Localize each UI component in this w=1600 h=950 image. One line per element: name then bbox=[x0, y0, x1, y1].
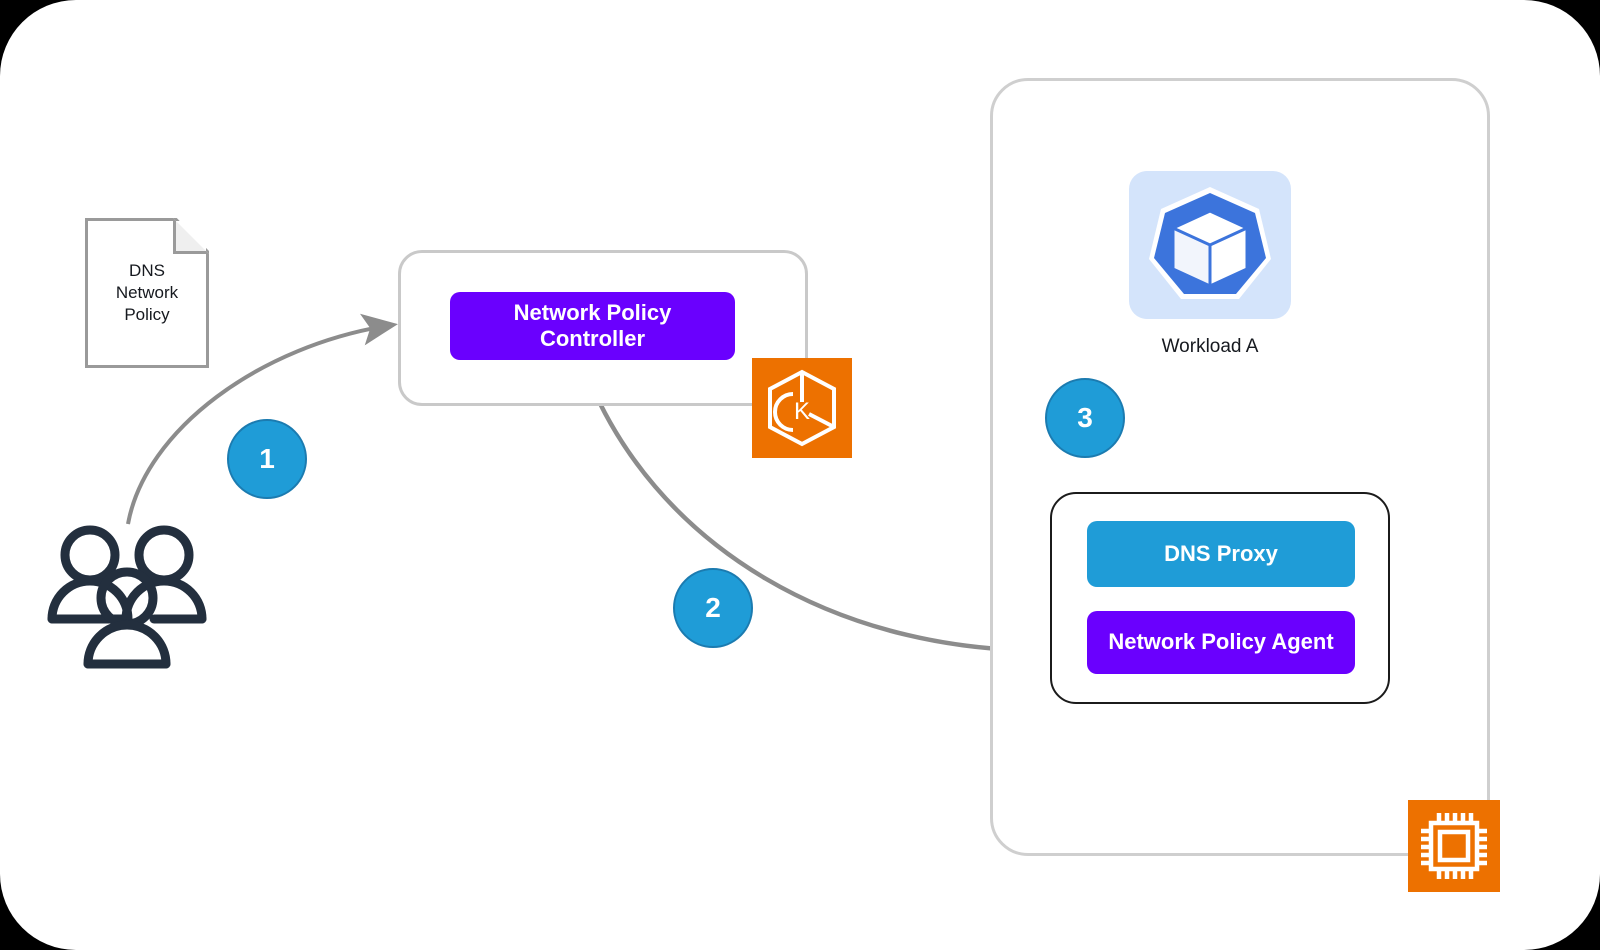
dns-proxy-box[interactable]: DNS Proxy bbox=[1087, 521, 1355, 587]
dns-network-policy-document: DNS Network Policy bbox=[85, 218, 209, 368]
compute-chip-icon bbox=[1408, 800, 1500, 892]
users-to-controller-arrow bbox=[126, 313, 398, 525]
controller-to-agent-arrow bbox=[580, 363, 1079, 670]
step-badge-3: 3 bbox=[1045, 378, 1125, 458]
network-policy-agent-box[interactable]: Network Policy Agent bbox=[1087, 611, 1355, 674]
controller-label-line1: Network Policy bbox=[513, 299, 672, 325]
step-badge-2: 2 bbox=[673, 568, 753, 648]
svg-text:K: K bbox=[794, 398, 810, 425]
step-badge-1: 1 bbox=[227, 419, 307, 499]
workload-label: Workload A bbox=[1161, 336, 1259, 357]
document-label-line2: Network bbox=[115, 283, 179, 302]
document-label: DNS Network Policy bbox=[85, 260, 209, 326]
amazon-eks-icon: K bbox=[752, 358, 852, 458]
controller-label-line2: Controller bbox=[539, 326, 646, 351]
document-label-line1: DNS bbox=[129, 261, 165, 280]
users-icon bbox=[42, 512, 212, 672]
document-fold-corner bbox=[173, 218, 209, 254]
document-label-line3: Policy bbox=[124, 305, 170, 324]
kubernetes-pod-icon bbox=[1129, 171, 1291, 319]
network-policy-controller-box[interactable]: Network Policy Controller bbox=[450, 292, 735, 360]
